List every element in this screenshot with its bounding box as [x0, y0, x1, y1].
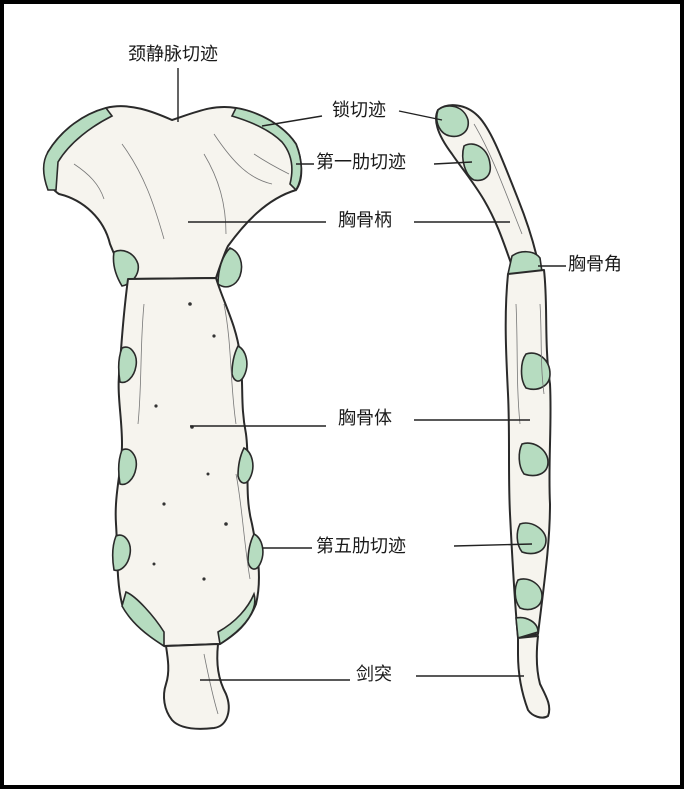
diagram-frame: .bone { fill: #f6f4ee; stroke: #2a2a2a; …: [4, 4, 680, 785]
lateral-notch-6: [515, 616, 539, 640]
body-right-notch-5: [217, 591, 256, 646]
sternum-illustration: .bone { fill: #f6f4ee; stroke: #2a2a2a; …: [42, 68, 566, 730]
label-sternal-body: 胸骨体: [338, 408, 392, 429]
body-left-notch-3: [117, 448, 138, 486]
body-left-notch-5: [121, 590, 165, 648]
leader-fifth-costal-notch-lateral: [453, 543, 533, 547]
leader-clavicular-notch-lateral: [398, 110, 443, 121]
lateral-notch-5: [514, 578, 543, 611]
body-right-notch-3: [237, 446, 254, 484]
lateral-first-costal-notch: [461, 143, 492, 182]
label-first-costal-notch: 第一肋切迹: [316, 152, 406, 173]
body-right-notch-2: [231, 344, 248, 382]
lateral-notch-4: [516, 522, 547, 555]
lateral-xiphoid: [517, 635, 551, 719]
leader-clavicular-notch: [261, 115, 323, 127]
lateral-notch-3: [518, 442, 549, 477]
label-jugular-notch: 颈静脉切迹: [128, 44, 218, 65]
sternal-body-shape: [114, 277, 260, 647]
right-clavicular-notch-cartilage: [230, 107, 303, 192]
label-fifth-costal-notch: 第五肋切迹: [316, 536, 406, 557]
lateral-clavicular-notch: [435, 105, 470, 138]
body-right-notch-4: [247, 532, 264, 570]
label-sternal-angle: 胸骨角: [568, 254, 622, 275]
label-clavicular-notch: 锁切迹: [332, 100, 386, 121]
leader-first-costal-notch-lateral: [433, 161, 473, 165]
label-manubrium: 胸骨柄: [338, 210, 392, 231]
body-left-notch-2: [117, 346, 138, 384]
xiphoid-shape: [163, 643, 230, 730]
right-first-costal-notch: [217, 247, 243, 288]
left-clavicular-notch-cartilage: [42, 107, 114, 191]
label-xiphoid: 剑突: [356, 664, 392, 685]
body-left-notch-4: [111, 534, 132, 572]
